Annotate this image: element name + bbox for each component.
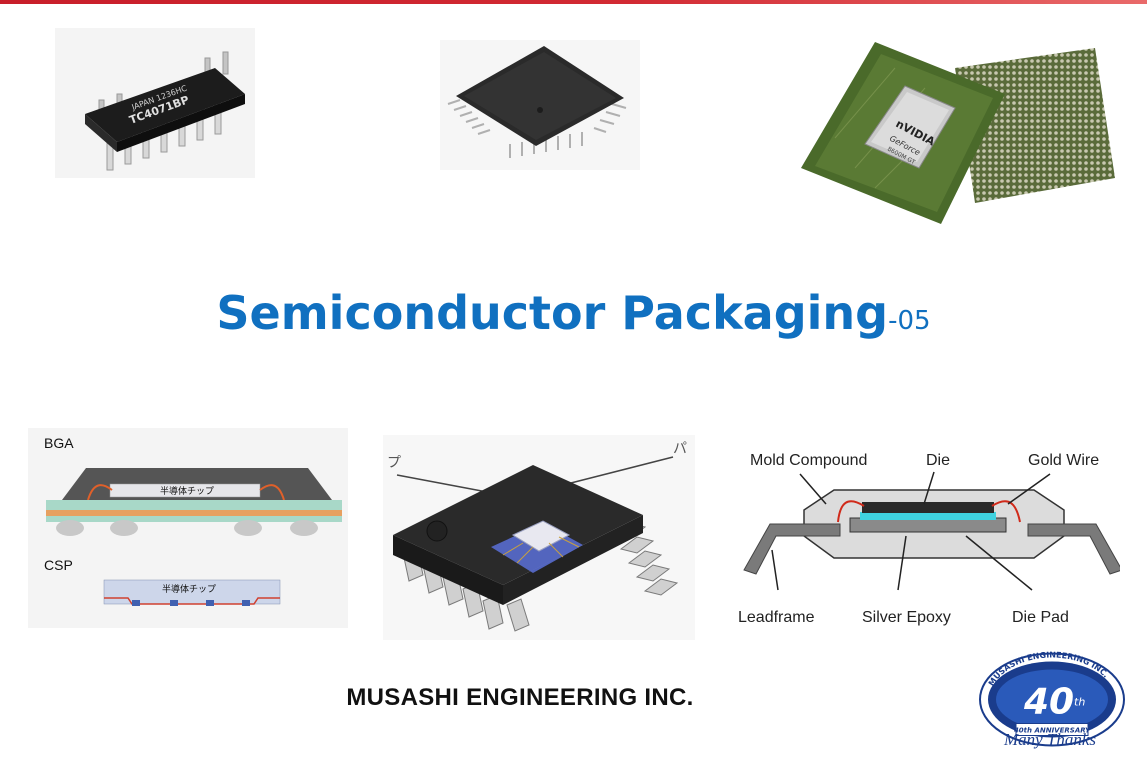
csp-label: CSP <box>44 557 73 573</box>
anniversary-logo: MUSASHI ENGINEERING INC. 40 th 40th ANNI… <box>979 650 1125 747</box>
qfp-cutaway-diagram: プ パ <box>383 435 695 640</box>
qfp-chip-photo <box>440 40 640 170</box>
qfp-label-left: プ <box>387 455 401 471</box>
logo-ring-bottom: 40th ANNIVERSARY <box>1014 727 1091 735</box>
package-cross-section-diagram: Mold Compound Die Gold Wire Leadframe Si… <box>730 440 1120 630</box>
title-suffix: -05 <box>888 306 931 336</box>
label-leadframe: Leadframe <box>738 609 815 626</box>
dip-chip-photo: JAPAN 1236HC TC4071BP <box>55 28 255 178</box>
label-die: Die <box>926 452 950 469</box>
bga-csp-diagram: BGA 半導体チップ CSP 半導体チップ <box>28 428 348 628</box>
label-mold-compound: Mold Compound <box>750 452 867 469</box>
csp-chip-label: 半導体チップ <box>162 583 216 595</box>
label-silver-epoxy: Silver Epoxy <box>862 609 951 626</box>
label-die-pad: Die Pad <box>1012 609 1069 626</box>
company-name: MUSASHI ENGINEERING INC. <box>346 684 694 711</box>
title-main: Semiconductor Packaging <box>216 286 889 340</box>
bga-chip-label: 半導体チップ <box>160 485 214 497</box>
bga-label: BGA <box>44 435 74 451</box>
qfp-label-right: パ <box>673 441 687 457</box>
bga-chip-photo: nVIDIA GeForce 8600M GT <box>795 28 1125 228</box>
logo-number-suffix: th <box>1074 696 1085 709</box>
logo-number: 40 <box>1023 682 1074 723</box>
slide-title: Semiconductor Packaging-05 <box>0 286 1147 340</box>
label-gold-wire: Gold Wire <box>1028 452 1099 469</box>
logo-tagline: Many Thanks <box>1003 730 1097 749</box>
top-accent-bar <box>0 0 1147 4</box>
